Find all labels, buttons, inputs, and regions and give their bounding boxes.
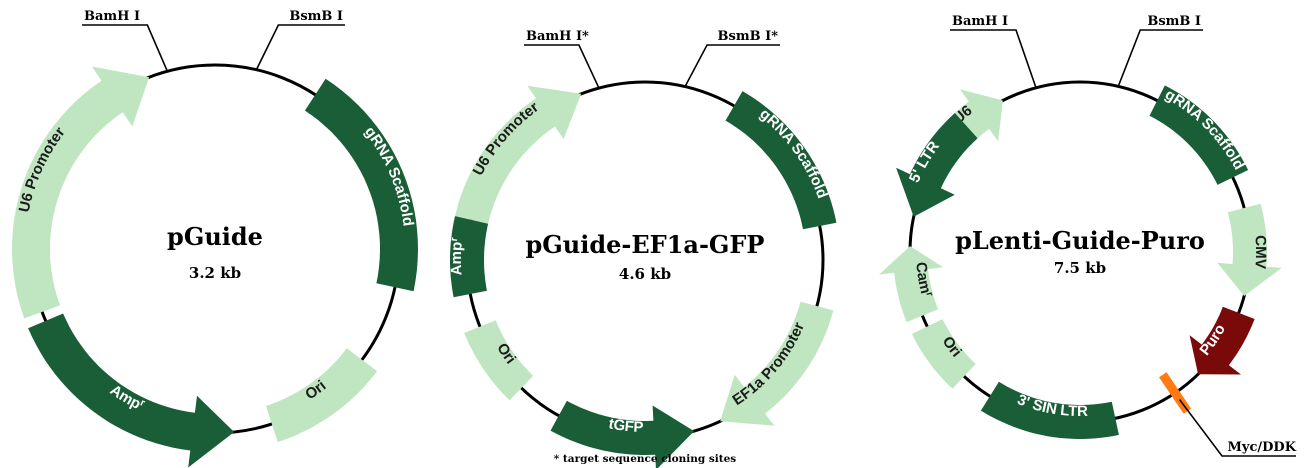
site-bsmb-i: BsmB I* (684, 29, 780, 87)
site-leader-line (950, 29, 1037, 89)
feature-cam: Camr (879, 246, 944, 323)
map-title: pLenti-Guide-Puro (955, 226, 1205, 255)
feature-5-ltr-arc (896, 113, 978, 217)
site-leader-line (255, 24, 345, 71)
feature-ori: Ori (464, 320, 534, 401)
map-size: 3.2 kb (189, 264, 241, 282)
site-leader-line (1117, 29, 1203, 87)
feature-u6-promoter-arc (12, 66, 150, 319)
feature-ori-arc (266, 348, 378, 443)
site-leader-line (524, 44, 600, 89)
site-label: BsmB I (1147, 14, 1201, 29)
feature-ef1a-promoter-arc (720, 301, 834, 426)
site-label: BamH I (84, 9, 140, 24)
site-label: BsmB I* (718, 29, 779, 44)
tag-leader-line (1178, 399, 1296, 457)
site-label: BsmB I (289, 9, 343, 24)
feature-puro: Puro (1189, 306, 1255, 375)
feature-amp-arc (450, 216, 489, 298)
site-label: BamH I* (526, 29, 589, 44)
map-size: 4.6 kb (619, 265, 671, 283)
feature-ori: Ori (266, 348, 378, 443)
site-leader-line (82, 24, 169, 72)
feature-label-cam: Camr (912, 261, 935, 297)
feature-amp: Ampr (448, 216, 489, 298)
map-title: pGuide-EF1a-GFP (526, 230, 765, 259)
feature-ef1a-promoter: EF1a Promoter (720, 301, 834, 426)
site-bamh-i: BamH I (950, 14, 1037, 89)
feature-grna-scaffold-arc (1149, 85, 1249, 185)
feature-cam-arc (879, 246, 944, 323)
map-size: 7.5 kb (1054, 259, 1106, 277)
feature-tgfp-arc (550, 400, 695, 468)
feature-amp-arc (28, 313, 235, 468)
feature-ori-arc (464, 320, 534, 401)
site-bamh-i: BamH I (82, 9, 169, 72)
tag-myc-ddk: Myc/DDK (1159, 372, 1297, 457)
site-bsmb-i: BsmB I (1117, 14, 1203, 87)
feature-grna-scaffold-arc (725, 91, 837, 230)
feature-grna-scaffold: gRNA Scaffold (1149, 85, 1249, 185)
feature-5-ltr: 5' LTR (896, 113, 978, 217)
feature-cmv: CMV (1217, 203, 1282, 296)
feature-puro-arc (1189, 306, 1255, 375)
site-label: BamH I (952, 14, 1008, 29)
map-title: pGuide (167, 222, 263, 251)
feature-amp: Ampr (28, 313, 235, 468)
feature-u6-promoter-arc (455, 85, 582, 224)
feature-3-sin-ltr-arc (980, 381, 1119, 439)
site-bsmb-i: BsmB I (255, 9, 345, 71)
site-leader-line (684, 44, 780, 87)
feature-cmv-arc (1217, 203, 1282, 296)
feature-label-amp: Ampr (448, 237, 466, 276)
footnote: * target sequence cloning sites (554, 453, 737, 465)
feature-label-cmv: CMV (1251, 235, 1269, 270)
tag-label: Myc/DDK (1228, 440, 1297, 455)
feature-ori-arc (911, 319, 976, 389)
feature-tgfp: tGFP (550, 400, 695, 468)
feature-grna-scaffold-arc (304, 78, 418, 292)
feature-u6-promoter: U6 Promoter (455, 85, 582, 224)
feature-label-tgfp: tGFP (607, 415, 644, 436)
site-bamh-i: BamH I* (524, 29, 600, 89)
